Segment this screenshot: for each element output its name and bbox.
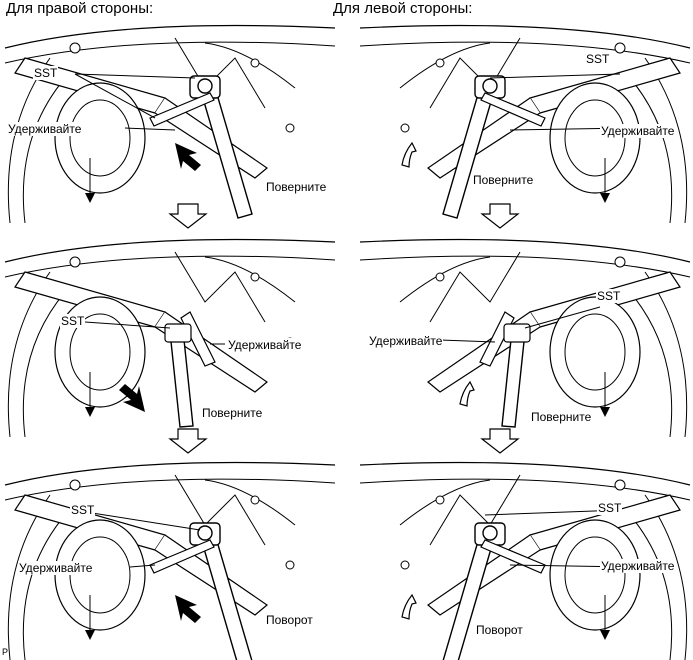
sst-label: SST (585, 52, 611, 66)
step1-right-side-diagram: SST Удерживайте Поверните (4, 18, 336, 224)
turn-label: Поверните (472, 173, 535, 187)
hold-label: Удерживайте (7, 122, 83, 136)
step2-right-side-diagram: SST Удерживайте Поверните (4, 232, 336, 438)
down-arrow-icon (480, 203, 520, 229)
step3-left-side-diagram: SST Удерживайте Поворот (359, 455, 691, 660)
down-arrow-icon (480, 428, 520, 454)
figure-reference: P (2, 647, 9, 657)
hold-label: Удерживайте (600, 559, 676, 573)
sst-label: SST (597, 501, 623, 515)
turn-label: Поверните (530, 410, 593, 424)
step2-left-side-diagram: SST Удерживайте Поверните (359, 232, 691, 438)
down-arrow-icon (168, 203, 208, 229)
right-side-heading: Для правой стороны: (6, 0, 154, 17)
step1-left-side-diagram: SST Удерживайте Поверните (359, 18, 691, 224)
sst-label: SST (60, 314, 86, 328)
step3-right-side-diagram: SST Удерживайте Поворот (4, 455, 336, 660)
rotation-label: Поворот (475, 623, 524, 637)
hold-label: Удерживайте (368, 334, 444, 348)
down-arrow-icon (168, 428, 208, 454)
left-side-heading: Для левой стороны: (333, 0, 473, 17)
sst-label: SST (596, 289, 622, 303)
sst-label: SST (70, 503, 96, 517)
hold-label: Удерживайте (18, 561, 94, 575)
hold-label: Удерживайте (227, 338, 303, 352)
sst-label: SST (33, 66, 59, 80)
hold-label: Удерживайте (600, 124, 676, 138)
rotation-label: Поворот (265, 613, 314, 627)
turn-label: Поверните (201, 406, 264, 420)
turn-label: Поверните (265, 180, 328, 194)
